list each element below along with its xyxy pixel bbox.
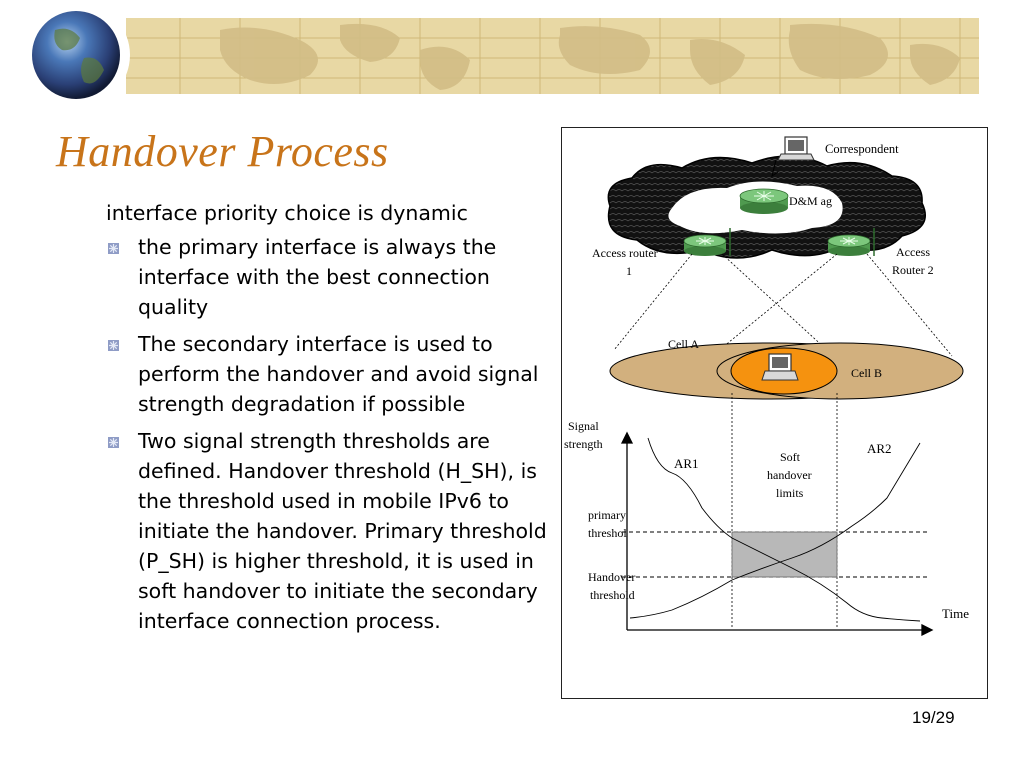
bullet-list: the primary interface is always the inte… — [106, 232, 561, 636]
access-router-2-label-line2: Router 2 — [892, 263, 934, 277]
page-number: 19/29 — [912, 708, 955, 727]
access-router-1-label-line2: 1 — [626, 264, 632, 278]
correspondent-link — [771, 159, 779, 178]
slide-body: interface priority choice is dynamic the… — [106, 198, 561, 643]
primary-threshold-label-line2: threshol — [588, 526, 627, 540]
bullet-icon — [108, 437, 119, 448]
dm-agent-router-icon — [739, 188, 789, 214]
access-router-1-label-line1: Access router — [592, 246, 658, 260]
correspondent-laptop-icon — [777, 136, 815, 161]
handover-threshold-label-line1: Handover — [588, 570, 635, 584]
mobile-node-laptop-icon — [761, 353, 799, 381]
map-continents — [220, 23, 960, 90]
bullet-text: Two signal strength thresholds are defin… — [138, 429, 547, 633]
soft-handover-limit-lines — [731, 393, 838, 628]
bullet-item: Two signal strength thresholds are defin… — [106, 426, 561, 636]
handover-threshold-label-line2: threshold — [590, 588, 635, 602]
ar1-signal-curve — [647, 437, 921, 622]
bullet-icon — [108, 243, 119, 254]
diagram-canvas: Correspondent D&M ag Access router 1 — [564, 136, 969, 637]
slide-banner — [26, 3, 979, 107]
ar1-label: AR1 — [674, 456, 699, 471]
signal-strength-label-line2: strength — [564, 437, 603, 451]
graph-axes — [620, 431, 934, 637]
intro-text: interface priority choice is dynamic — [106, 201, 468, 225]
access-router-1-icon — [683, 228, 731, 256]
access-router-2-icon — [827, 228, 875, 256]
bullet-icon — [108, 340, 119, 351]
globe-land — [54, 28, 104, 84]
soft-handover-label-line1: Soft — [780, 450, 801, 464]
soft-handover-label-line3: limits — [776, 486, 804, 500]
cell-b-label: Cell B — [851, 366, 882, 380]
coverage-lines — [613, 253, 953, 357]
dm-agent-label: D&M ag — [789, 194, 832, 208]
soft-handover-region — [731, 531, 838, 578]
cell-a-label: Cell A — [668, 337, 699, 351]
globe-icon — [32, 11, 120, 99]
bullet-item: the primary interface is always the inte… — [106, 232, 561, 322]
access-router-2-label-line1: Access — [896, 245, 930, 259]
slide-title: Handover Process — [56, 127, 389, 176]
time-axis-label: Time — [942, 606, 969, 621]
bullet-item: The secondary interface is used to perfo… — [106, 329, 561, 419]
signal-strength-label-line1: Signal — [568, 419, 599, 433]
primary-threshold-label-line1: primary — [588, 508, 626, 522]
soft-handover-label-line2: handover — [767, 468, 812, 482]
handover-diagram: Correspondent D&M ag Access router 1 — [561, 127, 988, 699]
bullet-text: the primary interface is always the inte… — [138, 235, 497, 319]
correspondent-label: Correspondent — [825, 142, 899, 156]
ar2-signal-curve — [629, 442, 921, 619]
ar2-label: AR2 — [867, 441, 892, 456]
bullet-text: The secondary interface is used to perfo… — [138, 332, 539, 416]
